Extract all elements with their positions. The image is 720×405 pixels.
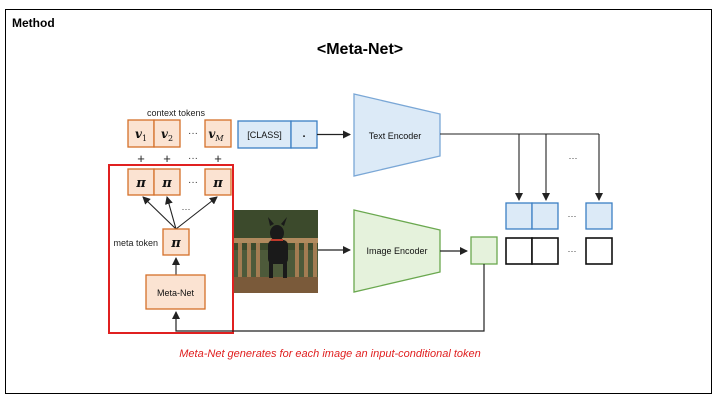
section-title: Method bbox=[12, 16, 55, 30]
context-token-v2-label: v2 bbox=[161, 127, 173, 143]
feedback-line-to-meta-net bbox=[172, 264, 485, 332]
context-token-v1-label: v1 bbox=[135, 127, 147, 143]
meta-token-fanout-arrows: ··· bbox=[142, 196, 218, 230]
caption: Meta-Net generates for each image an inp… bbox=[179, 348, 481, 360]
pi-token-ellipsis: ··· bbox=[188, 177, 198, 188]
plus-2: + bbox=[163, 151, 171, 166]
context-token-ellipsis: ··· bbox=[188, 128, 198, 139]
pi-token-3 bbox=[204, 168, 232, 196]
plus-row: + + ··· + bbox=[137, 151, 222, 166]
pi-token-2-label: π bbox=[161, 176, 172, 191]
context-token-v2 bbox=[153, 119, 181, 148]
image-dog bbox=[268, 217, 288, 278]
image-deck-floor bbox=[234, 277, 318, 293]
text-feature-1 bbox=[505, 202, 533, 230]
meta-net-highlight-box bbox=[108, 164, 234, 334]
context-token-vM bbox=[204, 119, 232, 148]
class-token-label: [CLASS] bbox=[247, 130, 282, 140]
text-encoder bbox=[353, 93, 441, 177]
similarity-row: ··· bbox=[505, 237, 613, 265]
text-feature-2 bbox=[531, 202, 559, 230]
image-dog-collar bbox=[271, 239, 283, 241]
text-feature-row: ··· bbox=[505, 202, 613, 230]
plus-ellipsis: ··· bbox=[188, 153, 198, 164]
period-token bbox=[290, 120, 318, 149]
pi-token-row: π π ··· π bbox=[127, 168, 232, 196]
image-feature bbox=[470, 236, 498, 265]
pi-token-3-label: π bbox=[212, 176, 223, 191]
pi-token-1 bbox=[127, 168, 155, 196]
meta-net-box bbox=[145, 274, 206, 310]
similarity-1 bbox=[505, 237, 533, 265]
image-deck-balusters bbox=[238, 243, 317, 277]
plus-3: + bbox=[214, 151, 222, 166]
text-encoder-label: Text Encoder bbox=[369, 131, 422, 141]
text-feature-3 bbox=[585, 202, 613, 230]
period-token-label: . bbox=[302, 128, 305, 140]
similarity-3 bbox=[585, 237, 613, 265]
meta-net-box-label: Meta-Net bbox=[157, 288, 195, 298]
text-encoder-output-lines: ··· bbox=[440, 133, 603, 201]
context-tokens-label: context tokens bbox=[147, 108, 206, 118]
main-title: <Meta-Net> bbox=[316, 41, 404, 58]
slide-frame bbox=[5, 9, 712, 394]
image-encoder bbox=[353, 209, 441, 293]
context-token-v1 bbox=[127, 119, 155, 148]
class-token-group: [CLASS] . bbox=[237, 120, 318, 149]
context-token-row: v1 v2 ··· vM bbox=[127, 119, 232, 148]
context-token-vM-label: vM bbox=[208, 127, 224, 143]
fanout-arrow-3 bbox=[175, 196, 218, 230]
plus-1: + bbox=[137, 151, 145, 166]
meta-token bbox=[162, 228, 190, 256]
fanout-arrow-2 bbox=[165, 196, 177, 230]
similarity-ellipsis: ··· bbox=[568, 246, 577, 256]
similarity-2 bbox=[531, 237, 559, 265]
image-encoder-label: Image Encoder bbox=[366, 246, 427, 256]
fanout-arrow-1 bbox=[142, 196, 177, 230]
pi-token-1-label: π bbox=[135, 176, 146, 191]
fanout-ellipsis: ··· bbox=[182, 204, 191, 214]
meta-token-pi: π bbox=[170, 236, 181, 251]
meta-token-label: meta token bbox=[113, 238, 158, 248]
pi-token-2 bbox=[153, 168, 181, 196]
dog-image bbox=[234, 210, 318, 293]
text-output-ellipsis: ··· bbox=[569, 153, 578, 163]
text-feature-ellipsis: ··· bbox=[568, 211, 577, 221]
